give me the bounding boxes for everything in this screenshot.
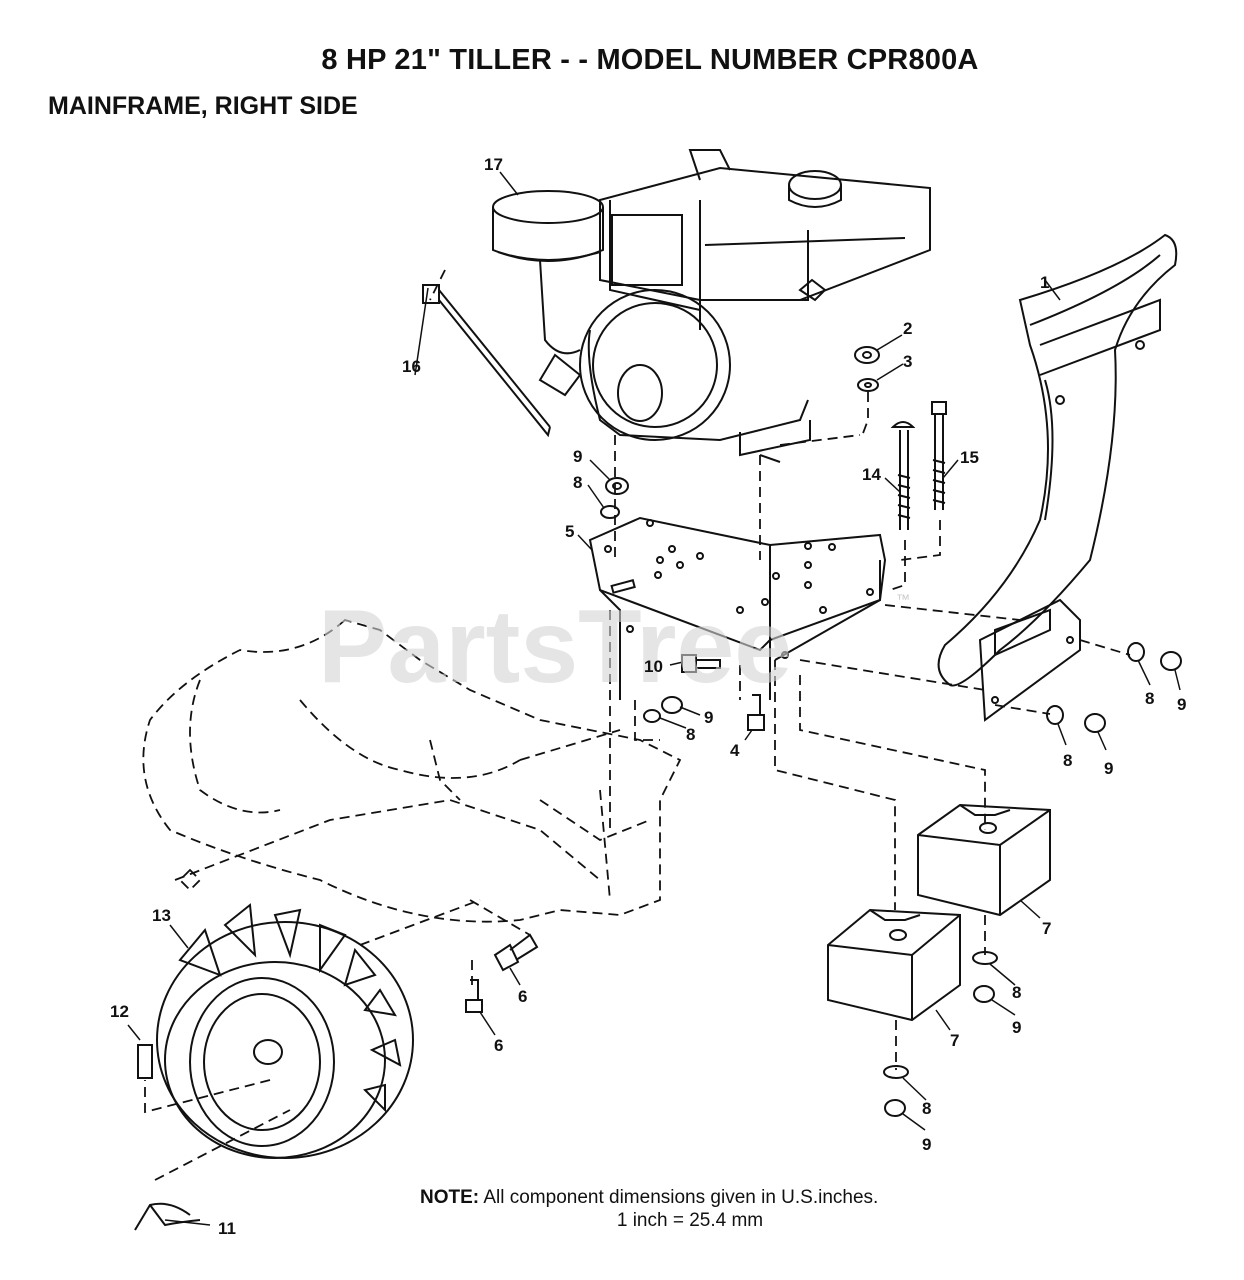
washer-8-right xyxy=(1127,642,1145,662)
isolator-block-7-upper xyxy=(917,803,1051,917)
washer-3 xyxy=(857,378,879,392)
callout-3: 3 xyxy=(903,352,912,371)
bolt-6-right xyxy=(493,933,539,972)
callout-8-mid: 8 xyxy=(686,725,695,744)
callout-8-block-a: 8 xyxy=(1012,983,1021,1002)
watermark-trademark: ™ xyxy=(896,591,910,607)
cable-tie-16 xyxy=(422,284,551,438)
note-line1: All component dimensions given in U.S.in… xyxy=(483,1187,879,1208)
callout-7-upper: 7 xyxy=(1042,919,1051,938)
dimension-note: NOTE: All component dimensions given in … xyxy=(420,1186,1020,1232)
nut-9-right2 xyxy=(1084,713,1106,733)
callout-12: 12 xyxy=(110,1002,129,1021)
bolt-10 xyxy=(681,654,721,673)
callout-4: 4 xyxy=(730,741,740,760)
callout-9-right2: 9 xyxy=(1104,759,1113,778)
callout-10: 10 xyxy=(644,657,663,676)
callout-8-block-b: 8 xyxy=(922,1099,931,1118)
note-label: NOTE: xyxy=(420,1187,480,1208)
washer-8-mid xyxy=(643,709,661,723)
tiller-wheel-13 xyxy=(156,903,414,1159)
callout-8-right2: 8 xyxy=(1063,751,1072,770)
engine-assembly xyxy=(492,149,931,463)
callout-13: 13 xyxy=(152,906,171,925)
callout-1: 1 xyxy=(1040,273,1049,292)
callout-17: 17 xyxy=(484,155,503,174)
callout-11: 11 xyxy=(218,1219,236,1238)
hair-pin-11 xyxy=(134,1202,201,1231)
callout-9-block-a: 9 xyxy=(1012,1018,1021,1037)
bolt-6-left xyxy=(465,979,483,1013)
callout-15: 15 xyxy=(960,448,979,467)
callout-14: 14 xyxy=(862,465,881,484)
callout-9-right: 9 xyxy=(1177,695,1186,714)
callout-6-left: 6 xyxy=(494,1036,503,1055)
note-line2: 1 inch = 25.4 mm xyxy=(616,1210,764,1231)
callout-8-right: 8 xyxy=(1145,689,1154,708)
nut-9-block-b xyxy=(884,1099,906,1117)
hex-nut-2 xyxy=(854,346,880,364)
nut-9-block-a xyxy=(973,985,995,1003)
bumper-frame-1 xyxy=(937,233,1178,722)
callout-2: 2 xyxy=(903,319,912,338)
partstree-watermark: PartsTree xyxy=(318,589,792,705)
callout-9-top: 9 xyxy=(573,447,582,466)
mainframe-plate-5 xyxy=(588,516,887,700)
carriage-bolt-14 xyxy=(890,421,916,530)
washer-8-block-b xyxy=(883,1065,909,1079)
page-title: 8 HP 21" TILLER - - MODEL NUMBER CPR800A xyxy=(321,44,979,76)
washer-8-right2 xyxy=(1046,705,1064,725)
clevis-pin-12 xyxy=(137,1044,153,1079)
lockwasher-8-upper xyxy=(600,505,620,519)
callout-leaders xyxy=(127,171,1181,1226)
nut-9-mid xyxy=(661,696,683,714)
callout-7-lower: 7 xyxy=(950,1031,959,1050)
nut-9-right xyxy=(1160,651,1182,671)
phantom-tiller-housing xyxy=(142,269,1131,1181)
washer-9-upper xyxy=(605,477,629,495)
callout-16: 16 xyxy=(402,357,421,376)
hex-bolt-15 xyxy=(931,401,947,510)
callout-8-top: 8 xyxy=(573,473,582,492)
callout-9-mid: 9 xyxy=(704,708,713,727)
bolt-4 xyxy=(747,694,765,731)
callout-6-right: 6 xyxy=(518,987,527,1006)
page-subtitle: MAINFRAME, RIGHT SIDE xyxy=(48,92,358,120)
callout-9-block-b: 9 xyxy=(922,1135,931,1154)
callout-5: 5 xyxy=(565,522,574,541)
isolator-block-7-lower xyxy=(827,908,961,1022)
